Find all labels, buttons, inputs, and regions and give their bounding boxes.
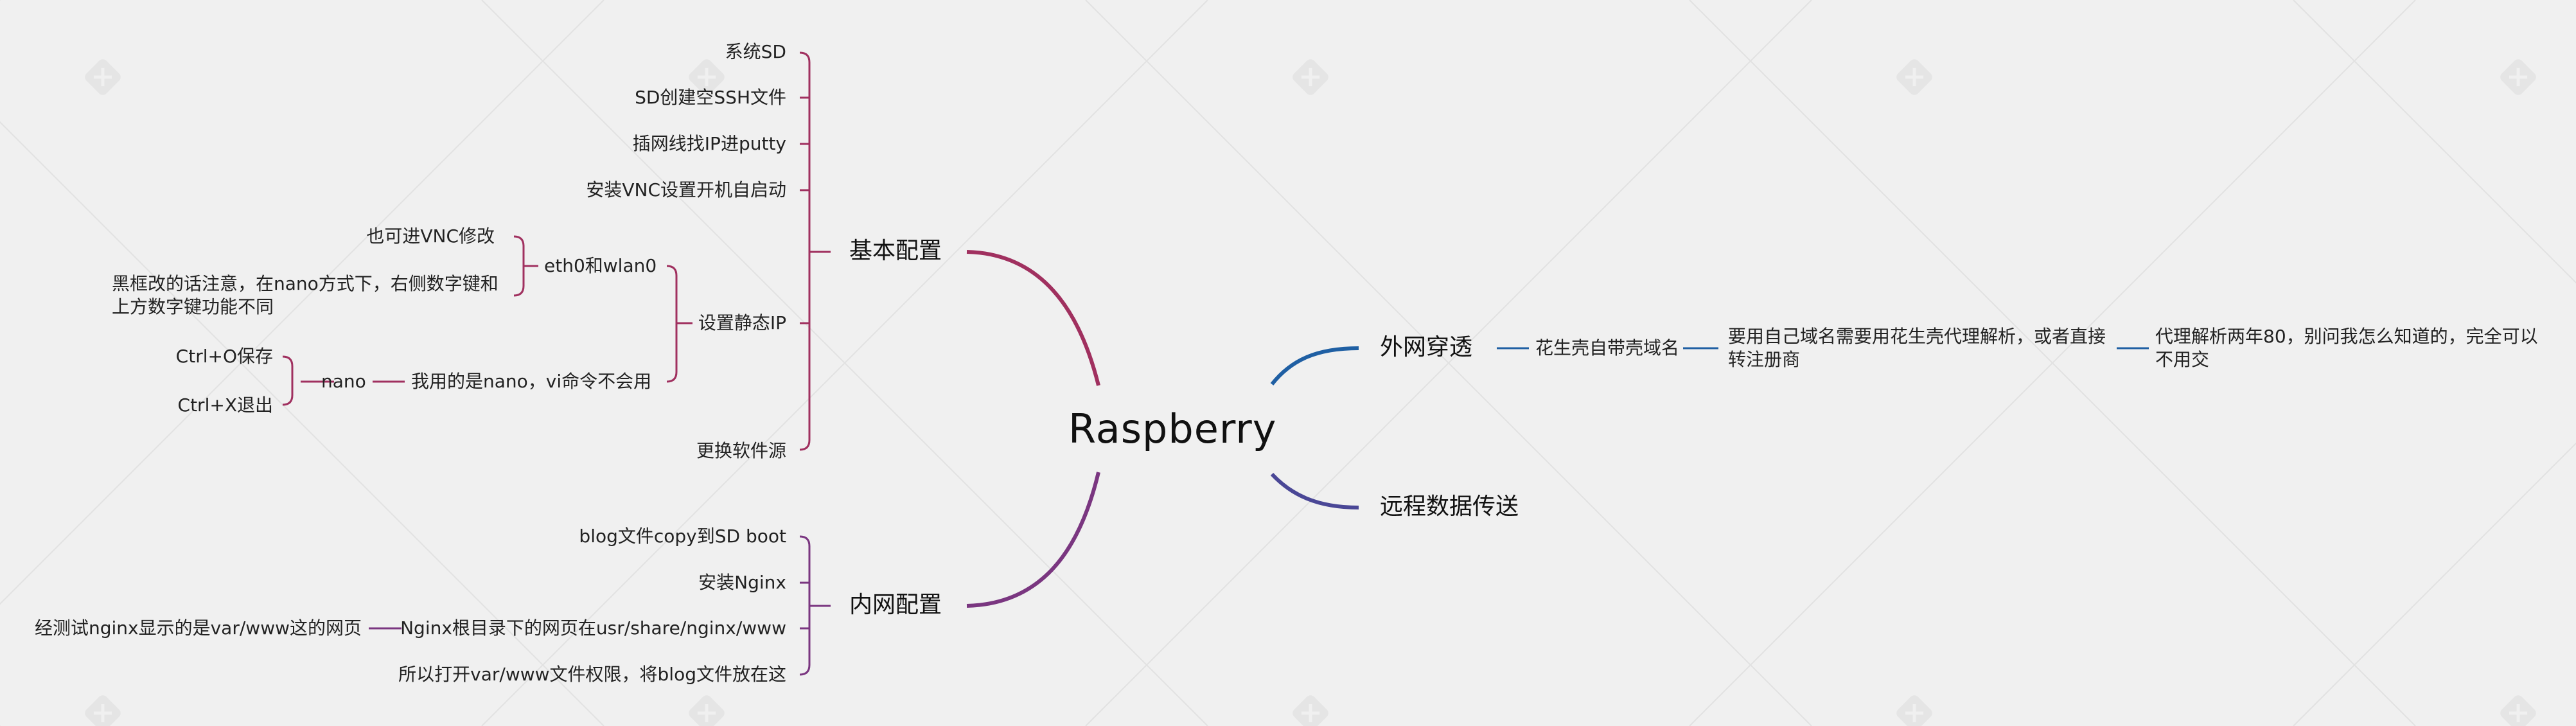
topic-blog-copy[interactable]: blog文件copy到SD boot <box>579 526 786 547</box>
topic-ctrl-o[interactable]: Ctrl+O保存 <box>175 346 273 367</box>
topic-static-ip[interactable]: 设置静态IP <box>698 312 786 333</box>
branch-basic-config[interactable]: 基本配置 <box>849 238 942 264</box>
watermark-line <box>2293 0 2576 284</box>
topic-nginx-root[interactable]: Nginx根目录下的网页在usr/share/nginx/www <box>400 617 786 639</box>
topic-putty[interactable]: 插网线找IP进putty <box>632 133 786 154</box>
xmind-watermark-icon <box>1896 59 1932 95</box>
basic-brackets <box>282 51 831 451</box>
root-topic[interactable]: Raspberry <box>1068 405 1277 452</box>
branch-external-access[interactable]: 外网穿透 <box>1380 334 1473 360</box>
intranet-brackets <box>369 535 831 676</box>
xmind-watermark-icon <box>689 59 725 95</box>
xmind-watermark-icon <box>1292 59 1328 95</box>
branch-remote-transfer[interactable]: 远程数据传送 <box>1380 493 1519 520</box>
topic-peanut-domain[interactable]: 花生壳自带壳域名 <box>1535 337 1680 359</box>
watermark-line <box>0 0 604 605</box>
xmind-watermark-icon <box>1896 695 1932 726</box>
topic-proxy-cost[interactable]: 代理解析两年80，别问我怎么知道的，完全可以不用交 <box>2155 326 2538 371</box>
watermark-line <box>1689 0 2416 726</box>
topic-nginx-tested[interactable]: 经测试nginx显示的是var/www这的网页 <box>35 617 362 639</box>
topic-nano[interactable]: nano <box>321 371 366 392</box>
watermark-line <box>2293 442 2576 726</box>
branch-curve-basic <box>966 250 1100 386</box>
topic-own-domain[interactable]: 要用自己域名需要用花生壳代理解析，或者直接转注册商 <box>1728 326 2106 371</box>
topic-mirror[interactable]: 更换软件源 <box>696 440 786 461</box>
topic-permissions[interactable]: 所以打开var/www文件权限，将blog文件放在这 <box>398 664 786 685</box>
watermark-logos <box>85 59 2536 726</box>
topic-eth0-wlan0[interactable]: eth0和wlan0 <box>544 255 657 276</box>
topic-ctrl-x[interactable]: Ctrl+X退出 <box>177 394 273 416</box>
xmind-watermark-icon <box>2500 695 2536 726</box>
xmind-watermark-icon <box>85 695 121 726</box>
xmind-watermark-icon <box>2500 59 2536 95</box>
topic-install-nginx[interactable]: 安装Nginx <box>698 572 786 593</box>
xmind-watermark-icon <box>1292 695 1328 726</box>
branch-curve-remote <box>1270 472 1359 509</box>
branch-curve-external <box>1270 346 1359 385</box>
topic-nano-used[interactable]: 我用的是nano，vi命令不会用 <box>411 371 652 392</box>
topic-vnc[interactable]: 安装VNC设置开机自启动 <box>586 179 786 200</box>
topic-sd-system[interactable]: 系统SD <box>725 41 786 62</box>
watermark-line <box>1085 0 1812 726</box>
branch-intranet-config[interactable]: 内网配置 <box>849 592 942 618</box>
topic-numkeys-note[interactable]: 黑框改的话注意，在nano方式下，右侧数字键和上方数字键功能不同 <box>112 273 498 318</box>
watermark-line <box>481 0 1208 726</box>
branch-curve-intranet <box>966 472 1100 608</box>
xmind-watermark-icon <box>689 695 725 726</box>
topic-vnc-edit[interactable]: 也可进VNC修改 <box>366 226 495 247</box>
topic-ssh-file[interactable]: SD创建空SSH文件 <box>635 87 786 108</box>
xmind-watermark-icon <box>85 59 121 95</box>
